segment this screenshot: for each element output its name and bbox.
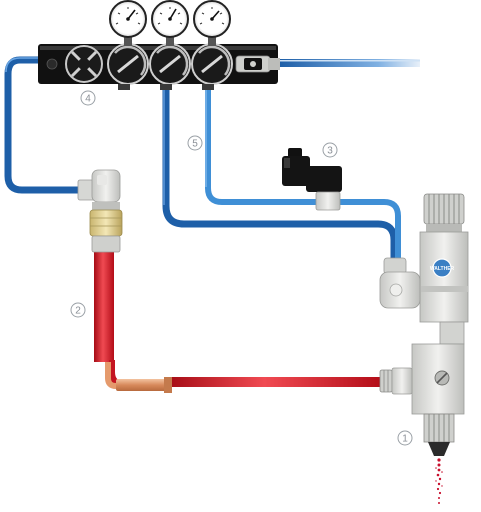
filter-knob (65, 45, 103, 83)
callout-4: 4 (80, 90, 96, 106)
solenoid-valve (282, 148, 342, 211)
callout-3: 3 (322, 142, 338, 158)
nozzle-cap (423, 413, 455, 456)
regulator-knob-3 (191, 43, 233, 85)
svg-text:4: 4 (85, 94, 91, 105)
regulator-knob-2 (149, 43, 191, 85)
inlet-ball-valve (235, 55, 280, 73)
manufacturer-logo: WALTHER (430, 258, 455, 278)
atomizing-air-hose (205, 86, 401, 258)
svg-text:5: 5 (192, 139, 198, 150)
pressure-gauge-1 (109, 0, 147, 46)
regulator-manifold (38, 43, 280, 90)
material-hose (94, 252, 382, 387)
inlet-fitting-assembly (77, 169, 123, 253)
material-inlet-fitting (379, 367, 413, 395)
spray-gun: WALTHER (379, 193, 469, 504)
spray-jet (435, 458, 443, 504)
control-air-fitting (379, 257, 421, 309)
callout-2: 2 (70, 302, 86, 318)
svg-text:3: 3 (327, 146, 333, 157)
callout-5: 5 (187, 135, 203, 151)
regulator-knob-1 (107, 43, 149, 85)
supply-air-hose (4, 56, 86, 194)
pressure-gauge-3 (193, 0, 231, 46)
air-inlet-line (280, 59, 420, 67)
callout-1: 1 (397, 430, 413, 446)
pressure-gauge-2 (151, 0, 189, 46)
control-air-hose (162, 86, 398, 258)
svg-text:1: 1 (402, 434, 408, 445)
svg-text:2: 2 (75, 306, 81, 317)
copper-elbow-tube (105, 362, 172, 393)
svg-text:WALTHER: WALTHER (430, 266, 455, 272)
needle-adjust-cap (423, 193, 465, 232)
